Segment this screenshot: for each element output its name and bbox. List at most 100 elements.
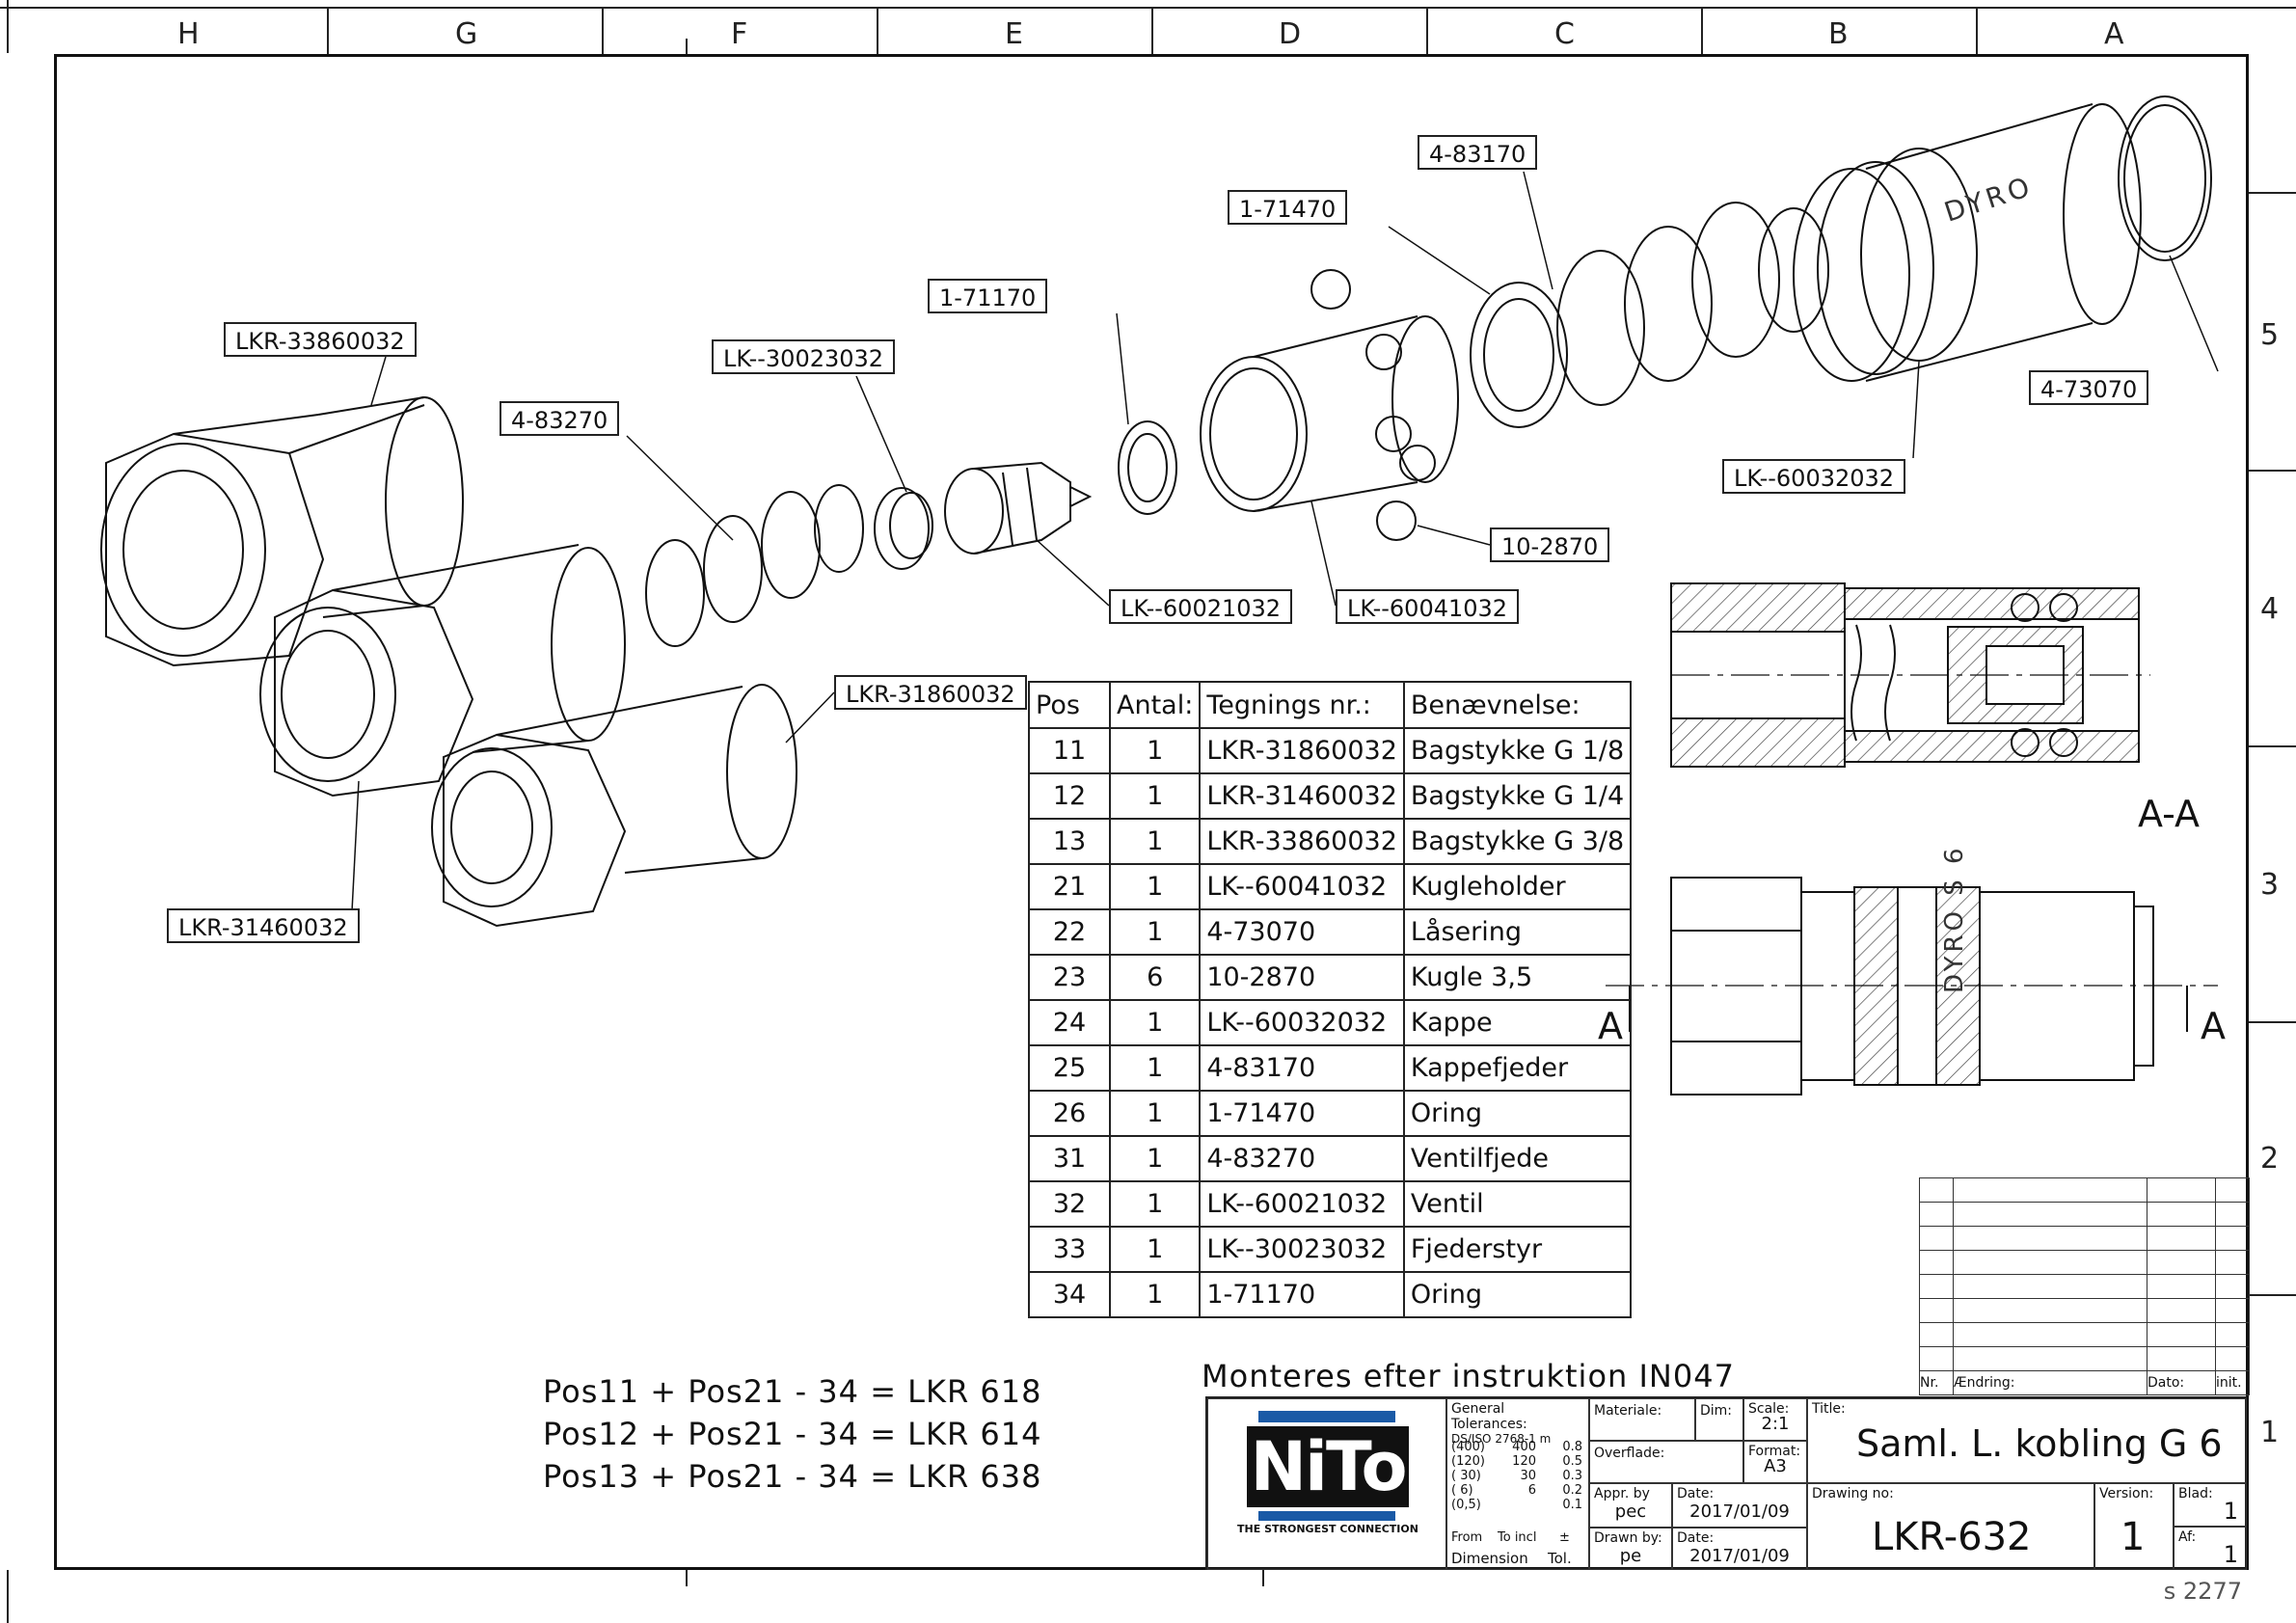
drawing-no-cell: Drawing no: LKR-632 [1807,1483,2094,1570]
callout-4-73070: 4-73070 [2029,370,2149,405]
pos: 25 [1028,1044,1111,1092]
drawn-date-value: 2017/01/09 [1689,1546,1790,1566]
approved-date-cell: Date: 2017/01/09 [1672,1483,1807,1528]
drawn-label: Drawn by: [1594,1530,1662,1546]
drawing-no-label: Drawing no: [1812,1486,1894,1501]
drawing-no: LKR-31860032 [1199,727,1405,774]
grid-row-2: 2 [2260,1142,2280,1176]
drawing-no: LKR-33860032 [1199,818,1405,865]
tol-from: (120) [1451,1454,1485,1469]
description: Bagstykke G 3/8 [1402,818,1633,865]
header-drawing-no: Tegnings nr.: [1199,681,1405,729]
header-qty: Antal: [1108,681,1202,729]
description: Bagstykke G 1/4 [1402,772,1633,820]
rev-date-header: Dato: [2147,1370,2216,1395]
title-cell: Title: Saml. L. kobling G 6 [1807,1398,2247,1483]
callout-lk-60041032: LK--60041032 [1336,589,1520,624]
oring-1-71470 [1470,282,1568,428]
tol-to-label: To incl [1498,1530,1537,1545]
description: Ventil [1402,1180,1633,1228]
pos: 12 [1028,772,1111,820]
scale-value: 2:1 [1761,1414,1790,1434]
drawn-cell: Drawn by: pe [1589,1528,1672,1570]
material-cell: Materiale: [1589,1398,1695,1441]
grid-col-h: H [177,17,200,51]
drawing-no: 4-83270 [1199,1135,1405,1182]
description: Kappefjeder [1402,1044,1633,1092]
sheet-label: Blad: [2178,1486,2213,1501]
pos: 26 [1028,1090,1111,1137]
valve-spring [645,484,864,647]
nito-logo: NiTo [1247,1426,1409,1507]
approved-value: pec [1614,1501,1647,1522]
qty: 1 [1108,908,1202,956]
approved-date-value: 2017/01/09 [1689,1501,1790,1522]
callout-4-83170: 4-83170 [1418,135,1538,170]
callout-1-71170: 1-71170 [928,279,1048,313]
callout-lkr-33860032: LKR-33860032 [224,322,417,357]
drawing-no: 4-73070 [1199,908,1405,956]
title-block: NiTo THE STRONGEST CONNECTION General To… [1205,1396,2247,1570]
logo-cell: NiTo THE STRONGEST CONNECTION [1207,1398,1446,1570]
tol-value: 0.2 [1562,1483,1582,1498]
qty: 6 [1108,954,1202,1001]
sheet-of-value: 1 [2223,1541,2238,1568]
approved-date-label: Date: [1677,1486,1715,1501]
ball [1376,500,1417,541]
nut-lkr-33860032 [100,396,464,667]
surface-cell: Overflade: [1589,1441,1743,1483]
drawing-no-value: LKR-632 [1872,1515,2032,1559]
version-cell: Version: 1 [2094,1483,2174,1570]
tol-value: 0.5 [1562,1454,1582,1469]
assembly-formula-2: Pos12 + Pos21 - 34 = LKR 614 [543,1416,1042,1452]
qty: 1 [1108,1180,1202,1228]
dim-label: Dim: [1700,1403,1733,1419]
rev-nr-header: Nr. [1919,1370,1954,1395]
logo-tagline: THE STRONGEST CONNECTION [1237,1523,1418,1535]
tol-to: 400 [1512,1440,1536,1454]
grid-col-a: A [2104,17,2124,51]
description: Kappe [1402,999,1633,1046]
description: Kugle 3,5 [1402,954,1633,1001]
revision-table: Nr. Ændring: Dato: init. [1919,1177,2250,1395]
spring-guide [874,487,933,570]
drawing-title: Saml. L. kobling G 6 [1856,1422,2223,1465]
drawn-date-cell: Date: 2017/01/09 [1672,1528,1807,1570]
drawing-no: 4-83170 [1199,1044,1405,1092]
grid-col-b: B [1828,17,1849,51]
description: Ventilfjede [1402,1135,1633,1182]
side-view [1606,877,2218,1096]
title-label: Title: [1812,1401,1846,1417]
drawing-frame [54,54,2249,1570]
drawing-no: 1-71170 [1199,1271,1405,1318]
callout-lk-30023032: LK--30023032 [712,339,896,374]
grid-row-3: 3 [2260,868,2280,902]
pos: 24 [1028,999,1111,1046]
tol-pm-label: ± [1559,1530,1570,1545]
cut-label-right: A [2201,1005,2226,1047]
qty: 1 [1108,818,1202,865]
description: Oring [1402,1090,1633,1137]
qty: 1 [1108,863,1202,910]
drawn-value: pe [1619,1546,1642,1566]
approved-cell: Appr. by pec [1589,1483,1672,1528]
ball [1310,269,1351,310]
drawing-no: LK--60032032 [1199,999,1405,1046]
format-cell: Format: A3 [1743,1441,1807,1483]
ball-holder [1200,315,1459,512]
tol-to: 6 [1527,1483,1536,1498]
qty: 1 [1108,1226,1202,1273]
tol-value: 0.3 [1562,1469,1582,1483]
callout-lk-60032032: LK--60032032 [1722,459,1906,494]
callout-1-71470: 1-71470 [1228,190,1348,225]
pos: 22 [1028,908,1111,956]
